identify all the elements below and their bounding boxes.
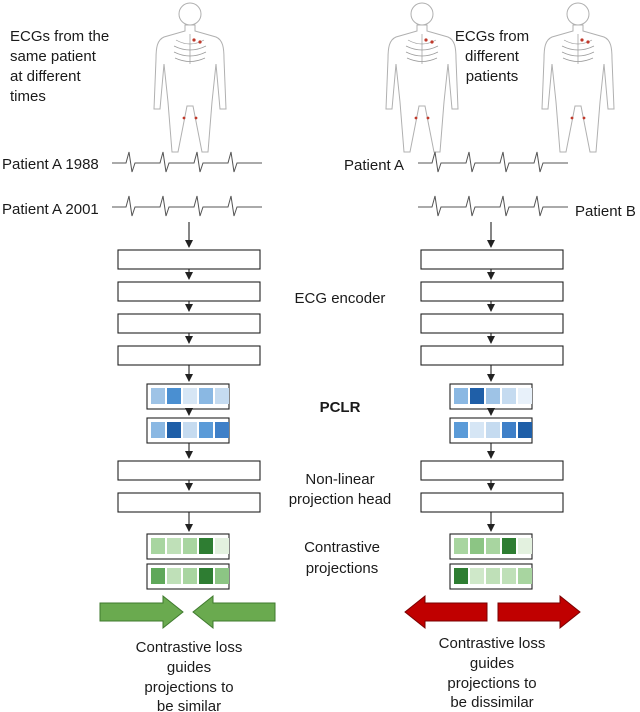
proj-label-1: Contrastive [304, 539, 380, 556]
left-column: ECGs from the same patient at different … [2, 2, 276, 712]
left-caption-line-4: times [10, 88, 46, 105]
encoder-label: ECG encoder [295, 290, 386, 307]
right-pclr-vector-2-cell-3 [486, 422, 500, 438]
right-pclr-vector-2-cell-4 [502, 422, 516, 438]
head-label-2: projection head [289, 491, 392, 508]
right-pclr-vector-1-cell-5 [518, 388, 532, 404]
right-arrow-away-right [497, 594, 581, 630]
proj-label-2: projections [306, 560, 379, 577]
left-pclr-vector-1-cell-2 [167, 388, 181, 404]
left-ecg-label-1: Patient A 1988 [2, 156, 99, 173]
left-encoder-layer-2 [117, 281, 261, 302]
right-projection-vector-1-cell-1 [454, 538, 468, 554]
right-pclr-vector-2-cell-1 [454, 422, 468, 438]
left-projection-vector-2-cell-3 [183, 568, 197, 584]
left-loss-caption-2: guides [167, 659, 211, 676]
left-pclr-vector-1-cell-4 [199, 388, 213, 404]
right-body-figure-b [541, 2, 615, 153]
right-pclr-vector-2-cell-5 [518, 422, 532, 438]
right-projection-vector-1-cell-5 [518, 538, 532, 554]
left-loss-caption-1: Contrastive loss [136, 639, 243, 656]
right-caption-line-1: ECGs from [455, 28, 529, 45]
left-caption-line-3: at different [10, 68, 81, 85]
left-projection-vector-2-cell-4 [199, 568, 213, 584]
right-column: ECGs from different patients Patient A P… [344, 2, 636, 711]
left-loss-caption-4: be similar [157, 698, 221, 712]
left-projection-vector-1-cell-2 [167, 538, 181, 554]
right-loss-caption-3: projections to [447, 675, 536, 692]
left-ecg-trace-1 [112, 151, 262, 173]
left-projection-vector-2-cell-2 [167, 568, 181, 584]
pclr-label: PCLR [320, 399, 361, 416]
left-encoder-layer-4 [117, 345, 261, 366]
left-pclr-vector-1-cell-5 [215, 388, 229, 404]
right-pclr-vector-1-cell-4 [502, 388, 516, 404]
left-pclr-vector-1-cell-1 [151, 388, 165, 404]
left-head-layer-2 [117, 492, 261, 513]
left-caption-line-1: ECGs from the [10, 28, 109, 45]
right-loss-caption-2: guides [470, 655, 514, 672]
left-loss-caption-3: projections to [144, 679, 233, 696]
right-projection-vector-2-cell-3 [486, 568, 500, 584]
left-pclr-vector-2-cell-2 [167, 422, 181, 438]
right-projection-vector-1-cell-4 [502, 538, 516, 554]
left-projection-vector-1-cell-3 [183, 538, 197, 554]
left-arrow-toward-center [99, 594, 184, 630]
right-pclr-vector-2-cell-2 [470, 422, 484, 438]
right-encoder-layer-2 [420, 281, 564, 302]
right-head-layer-2 [420, 492, 564, 513]
right-loss-caption-4: be dissimilar [450, 694, 533, 711]
left-projection-vector-1-cell-4 [199, 538, 213, 554]
right-ecg-trace-2 [418, 195, 568, 217]
left-arrow-toward-center-2 [192, 594, 276, 630]
left-head-layer-1 [117, 460, 261, 481]
right-head-layer-1 [420, 460, 564, 481]
right-body-figure-a [385, 2, 459, 153]
right-loss-caption-1: Contrastive loss [439, 635, 546, 652]
right-caption-line-2: different [465, 48, 520, 65]
right-projection-vector-2-cell-4 [502, 568, 516, 584]
left-ecg-label-2: Patient A 2001 [2, 201, 99, 218]
left-ecg-trace-2 [112, 195, 262, 217]
left-pclr-vector-1-cell-3 [183, 388, 197, 404]
right-projection-vector-2-cell-5 [518, 568, 532, 584]
left-encoder-layer-3 [117, 313, 261, 334]
left-pclr-vector-2-cell-4 [199, 422, 213, 438]
right-caption-line-3: patients [466, 68, 519, 85]
middle-labels: ECG encoder PCLR Non-linear projection h… [289, 290, 392, 577]
right-ecg-label-2: Patient B [575, 203, 636, 220]
left-encoder-layer-1 [117, 249, 261, 270]
left-body-figure [153, 2, 227, 153]
left-pclr-vector-2-cell-1 [151, 422, 165, 438]
left-caption-line-2: same patient [10, 48, 97, 65]
right-encoder-layer-1 [420, 249, 564, 270]
right-pclr-vector-1-cell-2 [470, 388, 484, 404]
right-projection-vector-1-cell-3 [486, 538, 500, 554]
left-projection-vector-2-cell-1 [151, 568, 165, 584]
right-encoder-layer-3 [420, 313, 564, 334]
right-projection-vector-2-cell-1 [454, 568, 468, 584]
right-projection-vector-2-cell-2 [470, 568, 484, 584]
right-projection-vector-1-cell-2 [470, 538, 484, 554]
left-projection-vector-1-cell-1 [151, 538, 165, 554]
right-ecg-trace-1 [418, 151, 568, 173]
head-label-1: Non-linear [305, 471, 374, 488]
left-projection-vector-1-cell-5 [215, 538, 229, 554]
left-projection-vector-2-cell-5 [215, 568, 229, 584]
right-ecg-label-1: Patient A [344, 157, 404, 174]
left-pclr-vector-2-cell-3 [183, 422, 197, 438]
right-arrow-away-left [404, 594, 488, 630]
left-pclr-vector-2-cell-5 [215, 422, 229, 438]
right-pclr-vector-1-cell-1 [454, 388, 468, 404]
right-encoder-layer-4 [420, 345, 564, 366]
right-pclr-vector-1-cell-3 [486, 388, 500, 404]
